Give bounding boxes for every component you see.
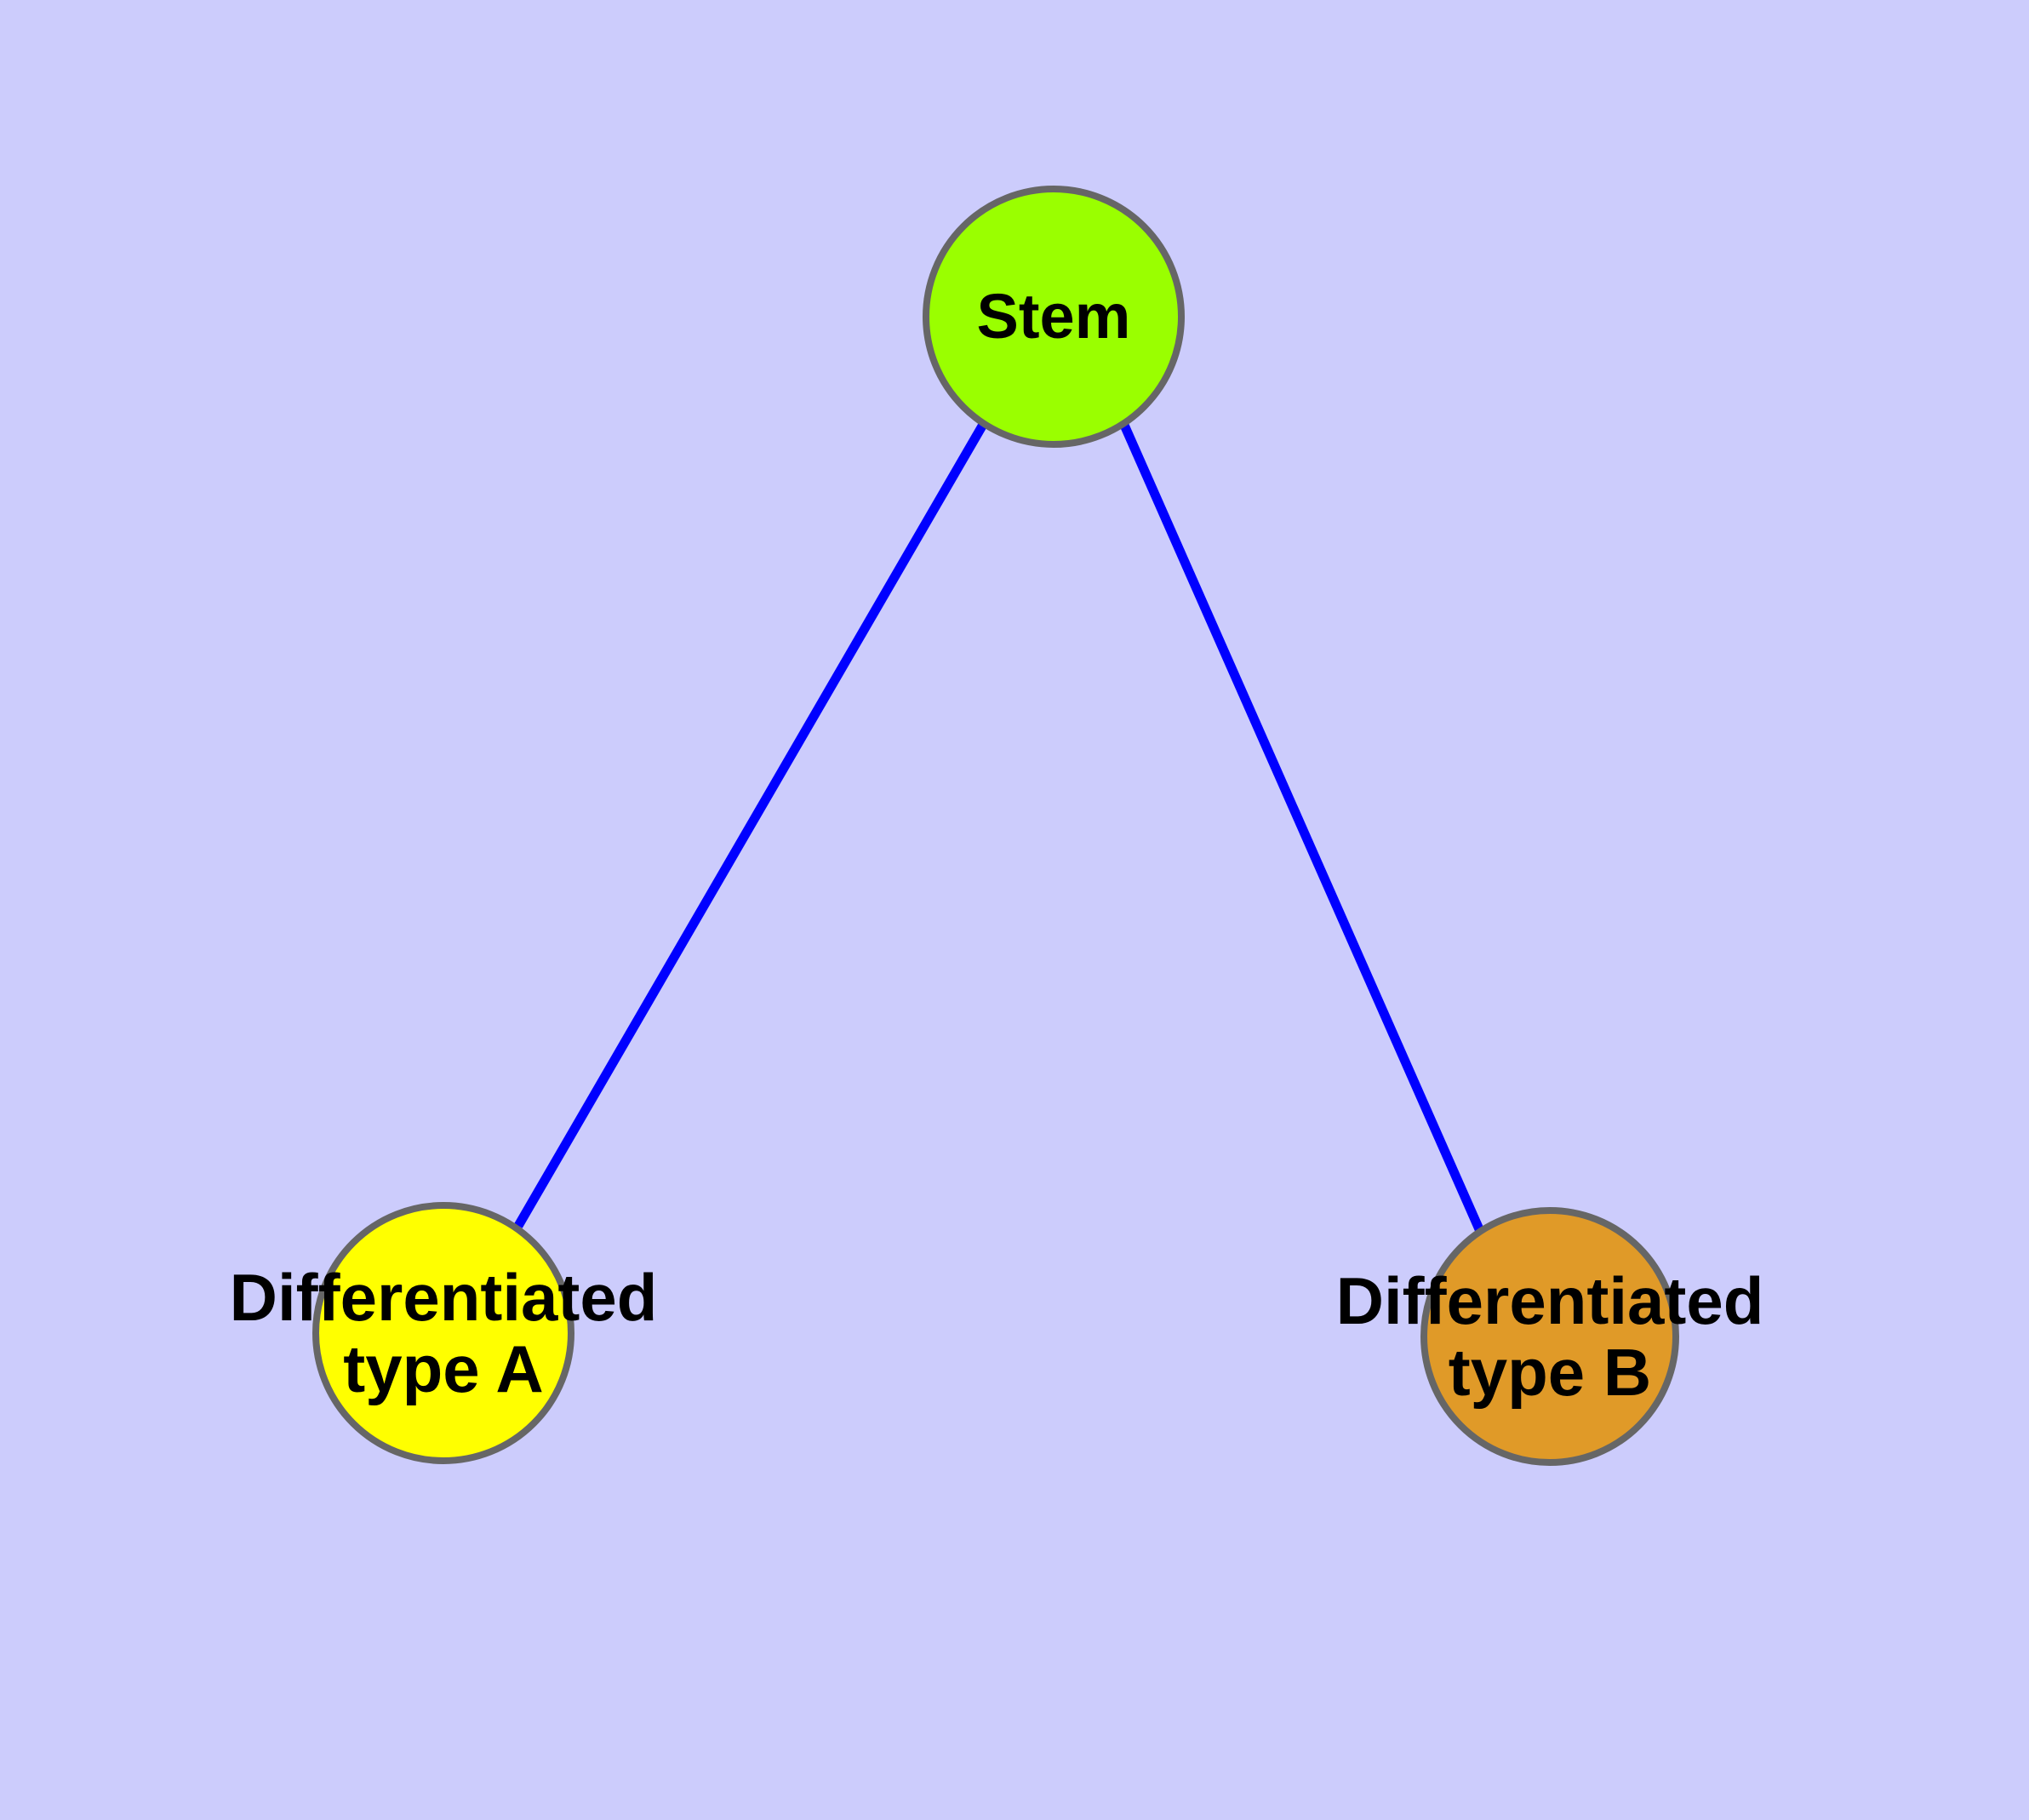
edges-layer (514, 421, 1484, 1232)
node-circle-diff-b[interactable] (1420, 1207, 1679, 1466)
edge-stem-to-diff-a (514, 421, 988, 1228)
edge-stem-to-diff-b (1118, 421, 1484, 1232)
node-circle-diff-a[interactable] (312, 1202, 574, 1464)
nodes-layer (312, 186, 1679, 1466)
node-circle-stem[interactable] (923, 186, 1185, 448)
